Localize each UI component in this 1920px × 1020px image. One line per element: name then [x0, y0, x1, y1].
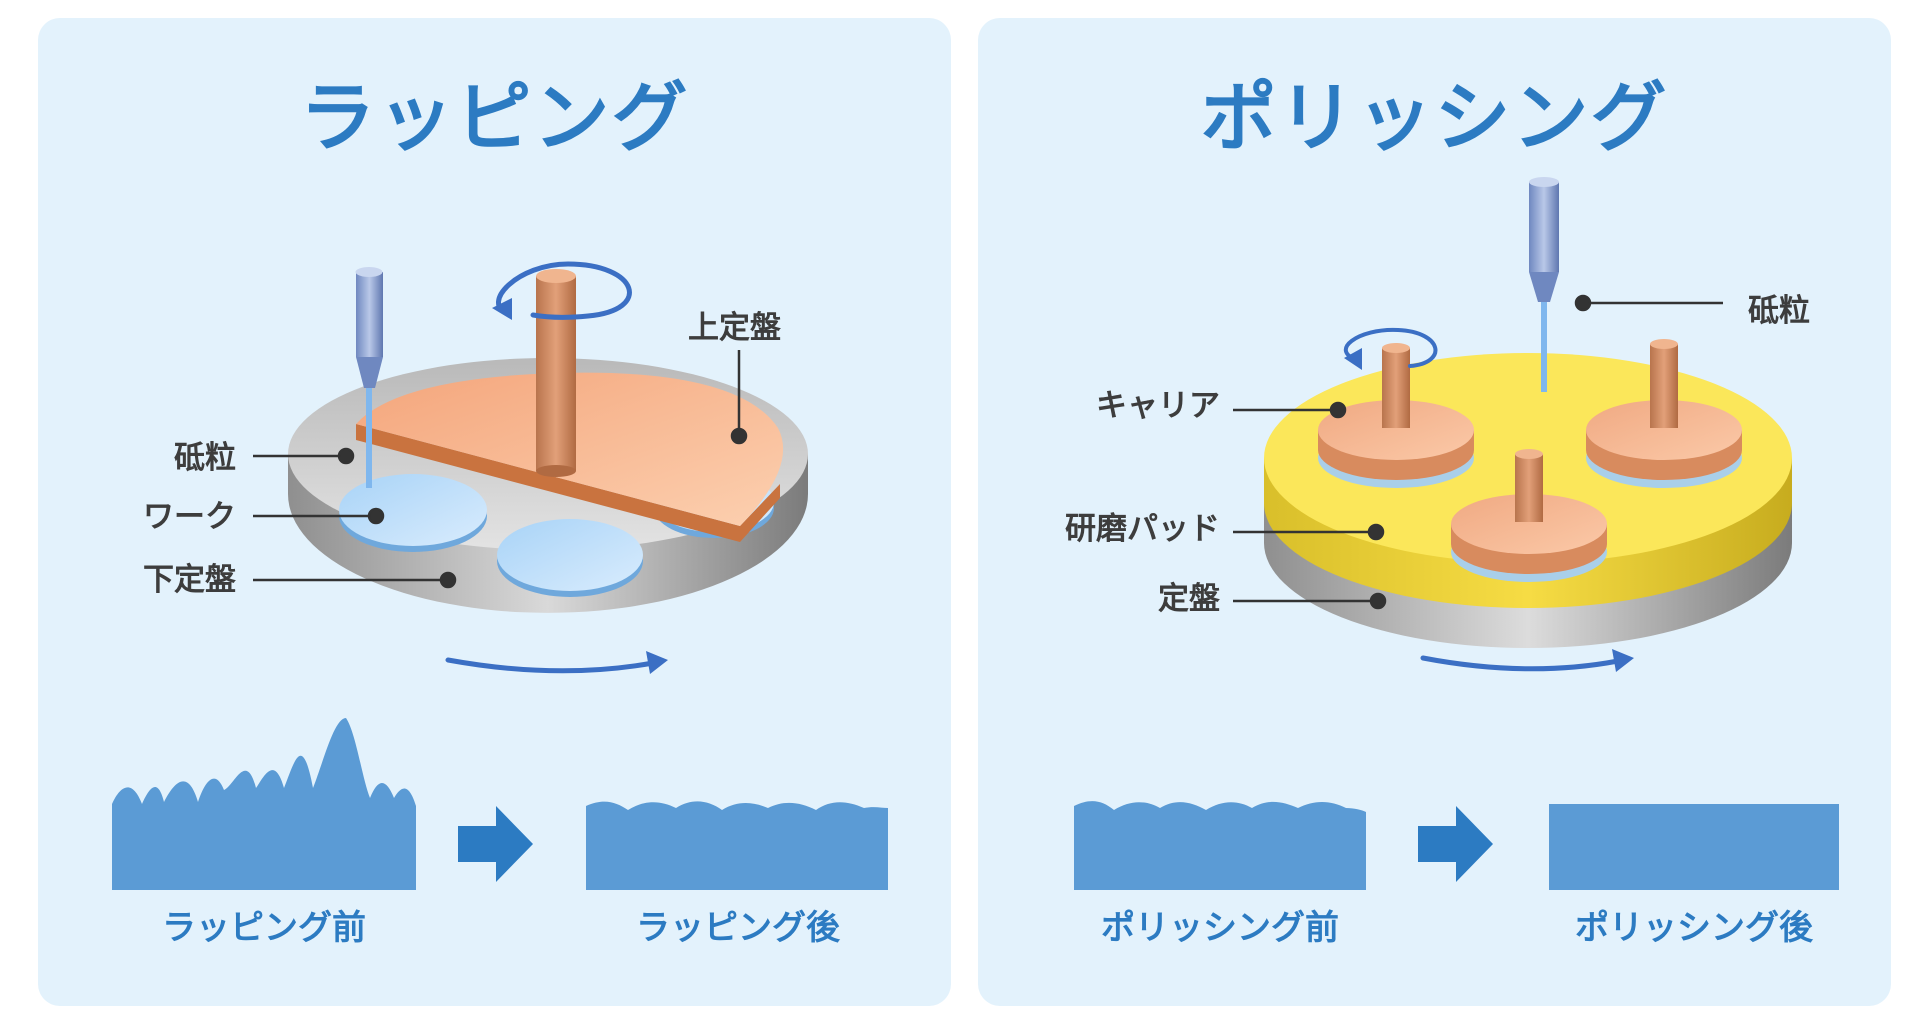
workpiece — [339, 474, 487, 552]
rotation-arrow-icon — [1420, 649, 1634, 672]
flat-surface-profile — [1549, 804, 1839, 890]
lapping-diagram — [112, 261, 888, 890]
right-arrow-icon — [458, 806, 533, 882]
spindle-shaft — [536, 269, 576, 477]
polishing-pad-label: 研磨パッド — [1065, 511, 1220, 547]
rotation-arrow-icon — [492, 261, 632, 320]
slurry-nozzle — [1529, 177, 1559, 392]
polishing-panel: ポリッシング — [978, 18, 1891, 1006]
rotation-arrow-icon — [445, 651, 668, 674]
leader-lines — [1233, 294, 1723, 610]
smoothed-surface-profile — [586, 801, 888, 890]
polishing-title: ポリッシング — [1200, 73, 1669, 162]
before-polishing-caption: ポリッシング前 — [1101, 908, 1339, 948]
carrier — [1586, 339, 1742, 488]
leader-lines — [253, 350, 748, 589]
wavy-surface-profile — [1074, 801, 1366, 890]
carrier — [1318, 343, 1474, 488]
workpiece — [497, 519, 643, 597]
after-polishing-caption: ポリッシング後 — [1575, 908, 1813, 948]
lower-plate-label: 下定盤 — [143, 562, 236, 598]
right-arrow-icon — [1418, 806, 1493, 882]
platen-label: 定盤 — [1158, 581, 1220, 617]
carrier — [1451, 449, 1607, 582]
abrasive-label: 砥粒 — [1748, 293, 1810, 329]
rough-surface-profile — [112, 718, 416, 890]
abrasive-label: 砥粒 — [174, 440, 236, 476]
work-label: ワーク — [143, 499, 236, 535]
polishing-diagram — [1074, 177, 1839, 890]
lapping-panel: ラッピング — [38, 18, 951, 1006]
lapping-title: ラッピング — [299, 73, 690, 162]
before-lapping-caption: ラッピング前 — [162, 908, 366, 948]
upper-plate-label: 上定盤 — [688, 310, 781, 346]
carrier-label: キャリア — [1096, 388, 1220, 424]
rotation-arrow-icon — [1343, 327, 1438, 370]
slurry-nozzle — [355, 267, 383, 488]
after-lapping-caption: ラッピング後 — [636, 908, 840, 948]
